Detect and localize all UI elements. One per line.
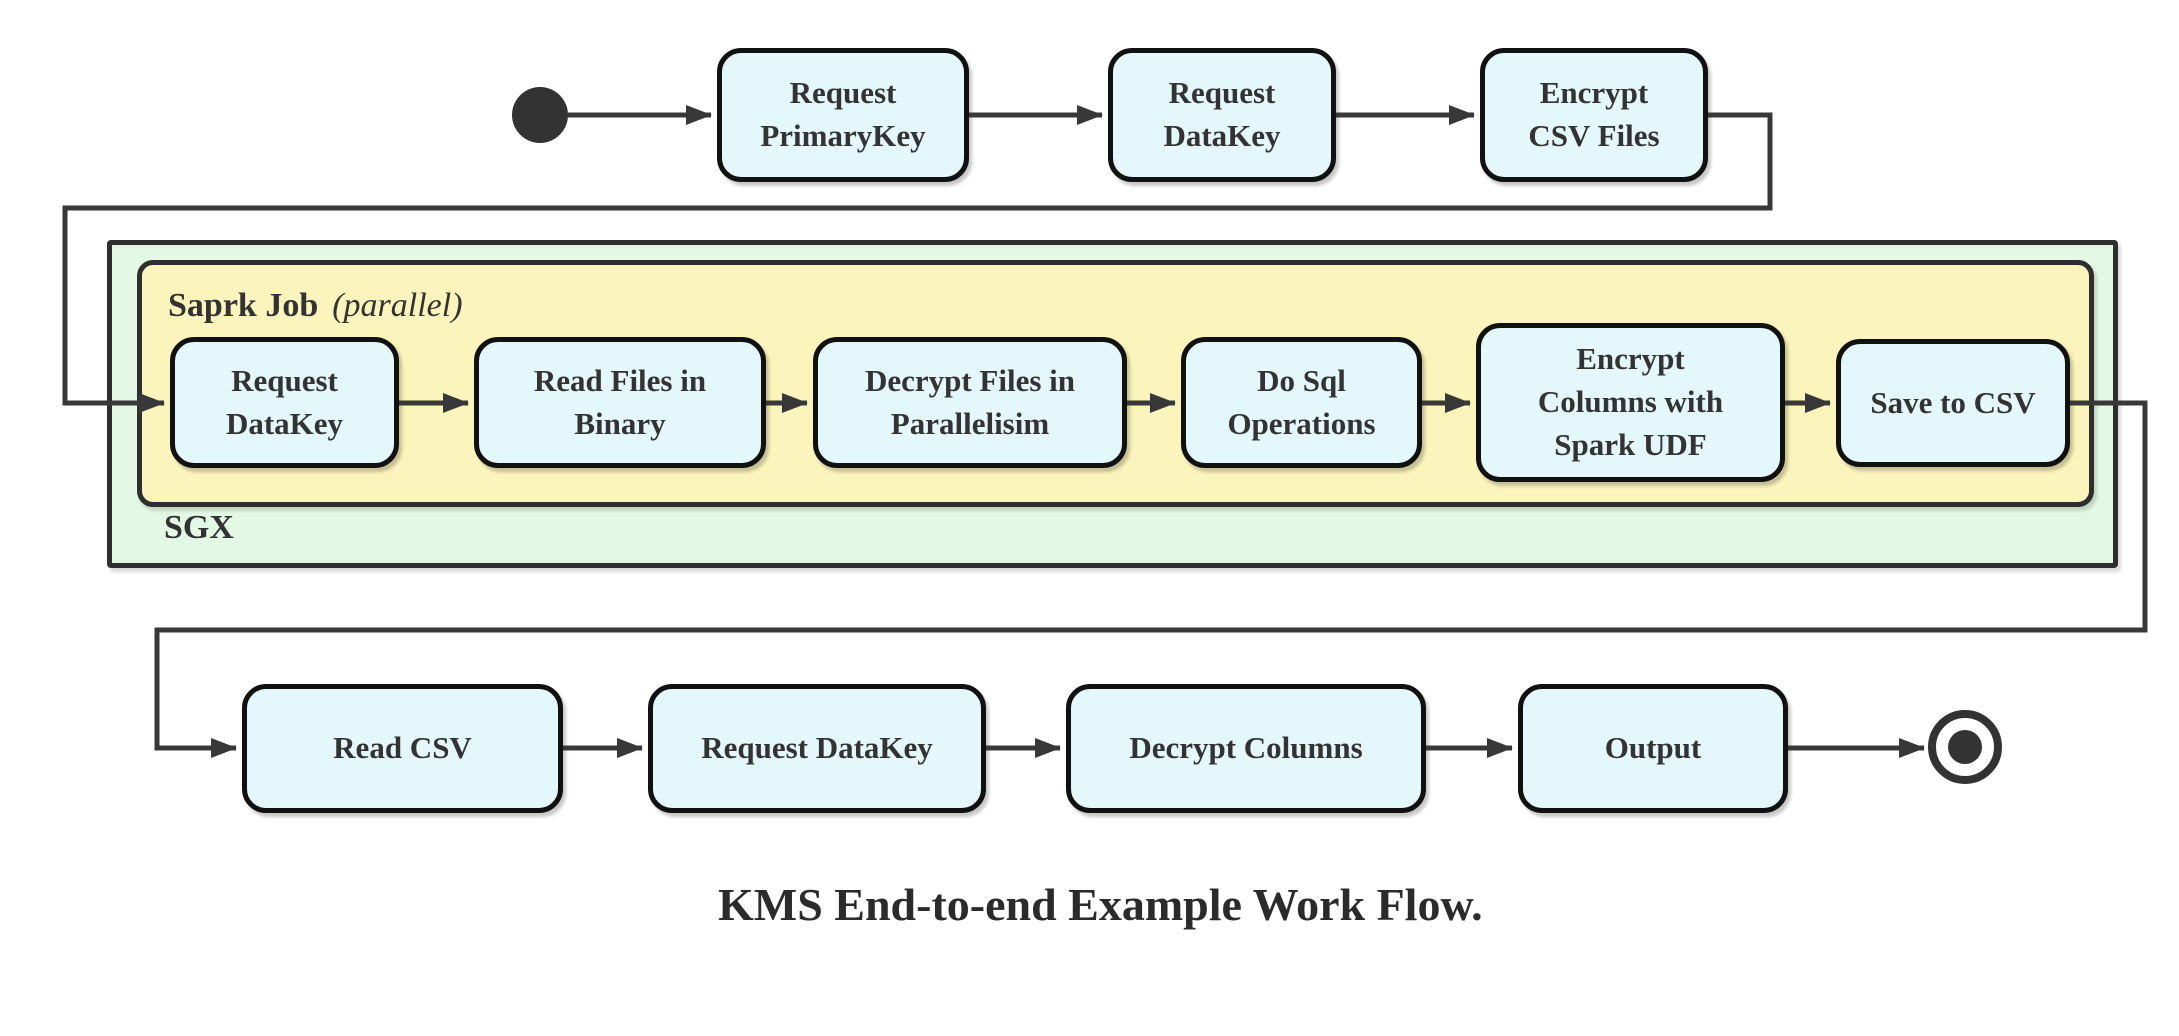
- node-decrypt-files-in-parallelisim: Decrypt Files in Parallelisim: [813, 337, 1127, 468]
- node-decrypt-columns: Decrypt Columns: [1066, 684, 1426, 813]
- sgx-container-label: SGX: [164, 509, 234, 546]
- start-state-icon: [512, 87, 568, 143]
- node-label: Read Files in Binary: [533, 362, 707, 441]
- node-label: Request DataKey: [225, 362, 344, 441]
- node-output: Output: [1518, 684, 1788, 813]
- node-read-files-in-binary: Read Files in Binary: [474, 337, 766, 468]
- spark-job-qualifier: (parallel): [332, 287, 463, 324]
- node-label: Do Sql Operations: [1227, 362, 1376, 441]
- spark-job-container-label: Saprk Job (parallel): [168, 287, 463, 325]
- node-label: Decrypt Columns: [1129, 730, 1363, 766]
- node-do-sql-operations: Do Sql Operations: [1181, 337, 1422, 468]
- node-label: Save to CSV: [1870, 384, 2036, 420]
- node-label: Request DataKey: [701, 730, 933, 766]
- end-state-icon: [1928, 710, 2002, 784]
- diagram-caption: KMS End-to-end Example Work Flow.: [718, 879, 1483, 930]
- node-request-datakey-top: Request DataKey: [1108, 48, 1336, 182]
- node-request-datakey-bottom: Request DataKey: [648, 684, 986, 813]
- node-label: Decrypt Files in Parallelisim: [864, 362, 1076, 441]
- node-request-primarykey: Request PrimaryKey: [717, 48, 969, 182]
- node-label: Encrypt Columns with Spark UDF: [1537, 341, 1724, 462]
- node-label: Request PrimaryKey: [760, 75, 926, 153]
- node-label: Output: [1604, 730, 1702, 766]
- node-label: Request DataKey: [1163, 75, 1281, 153]
- node-save-to-csv: Save to CSV: [1836, 339, 2070, 467]
- spark-job-title: Saprk Job: [168, 287, 319, 324]
- node-request-datakey-sgx: Request DataKey: [170, 337, 399, 468]
- node-encrypt-csv-files: Encrypt CSV Files: [1480, 48, 1708, 182]
- node-label: Read CSV: [333, 730, 472, 766]
- node-label: Encrypt CSV Files: [1528, 75, 1660, 153]
- node-encrypt-columns-with-spark-udf: Encrypt Columns with Spark UDF: [1476, 323, 1785, 482]
- node-read-csv: Read CSV: [242, 684, 563, 813]
